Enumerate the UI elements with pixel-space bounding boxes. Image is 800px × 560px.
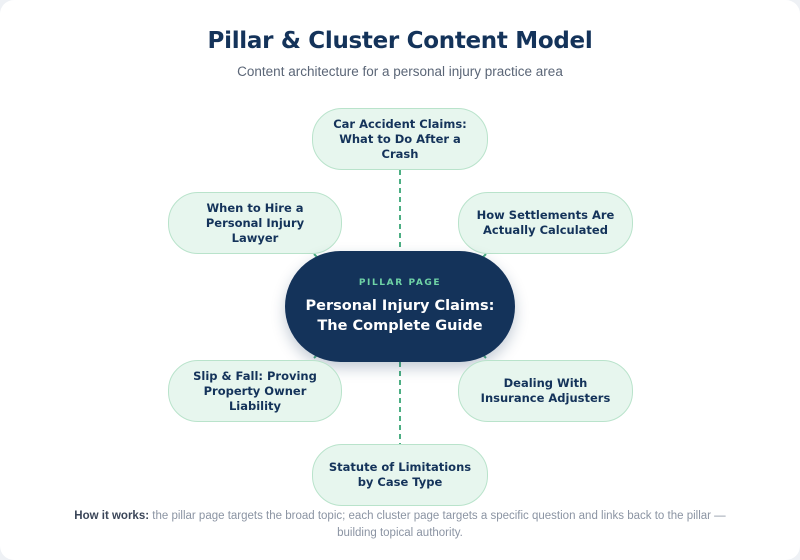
cluster-label: Statute of Limitations by Case Type bbox=[328, 460, 472, 489]
footer-lead: How it works: bbox=[74, 510, 150, 522]
cluster-node-lower-right: Dealing With Insurance Adjusters bbox=[458, 360, 633, 422]
pillar-label: PILLAR PAGE bbox=[358, 277, 442, 288]
cluster-label: How Settlements Are Actually Calculated bbox=[476, 208, 615, 237]
cluster-label: Dealing With Insurance Adjusters bbox=[480, 376, 611, 405]
cluster-node-lower-left: Slip & Fall: Proving Property Owner Liab… bbox=[168, 360, 342, 422]
cluster-label: Slip & Fall: Proving Property Owner Liab… bbox=[193, 368, 317, 413]
pillar-node: PILLAR PAGE Personal Injury Claims: The … bbox=[285, 251, 515, 362]
cluster-label: When to Hire a Personal Injury Lawyer bbox=[205, 200, 305, 245]
cluster-node-top: Car Accident Claims: What to Do After a … bbox=[312, 108, 488, 170]
pillar-title: Personal Injury Claims: The Complete Gui… bbox=[305, 297, 495, 334]
cluster-node-upper-right: How Settlements Are Actually Calculated bbox=[458, 192, 633, 254]
diagram-title: Pillar & Cluster Content Model bbox=[207, 28, 593, 54]
footer-text: the pillar page targets the broad topic;… bbox=[149, 510, 726, 539]
cluster-node-bottom: Statute of Limitations by Case Type bbox=[312, 444, 488, 506]
diagram-subtitle: Content architecture for a personal inju… bbox=[237, 64, 563, 79]
cluster-label: Car Accident Claims: What to Do After a … bbox=[333, 116, 467, 161]
cluster-node-upper-left: When to Hire a Personal Injury Lawyer bbox=[168, 192, 342, 254]
footer-note: How it works: the pillar page targets th… bbox=[60, 508, 740, 542]
